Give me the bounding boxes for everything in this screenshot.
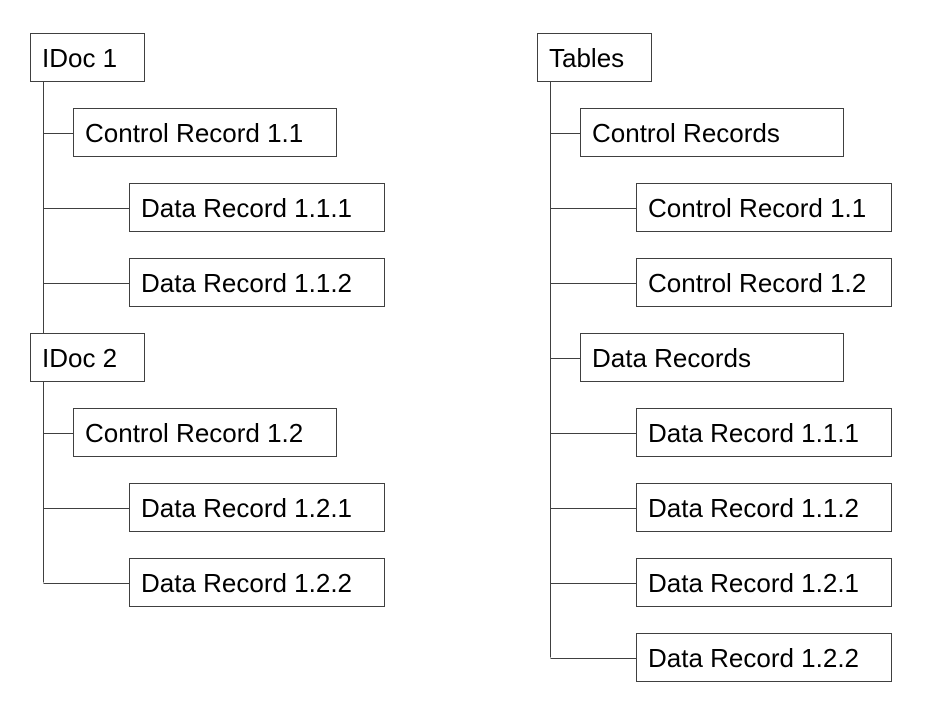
node-data-records: Data Records [580,333,844,382]
node-data-record-1-1-1: Data Record 1.1.1 [129,183,385,232]
node-data-record-1-1-2: Data Record 1.1.2 [636,483,892,532]
node-data-record-1-2-2: Data Record 1.2.2 [129,558,385,607]
node-control-record-1-2: Control Record 1.2 [73,408,337,457]
node-data-record-1-1-2: Data Record 1.1.2 [129,258,385,307]
node-control-record-1-1: Control Record 1.1 [73,108,337,157]
node-data-record-1-2-2: Data Record 1.2.2 [636,633,892,682]
node-data-record-1-2-1: Data Record 1.2.1 [636,558,892,607]
node-control-record-1-1: Control Record 1.1 [636,183,892,232]
node-data-record-1-1-1: Data Record 1.1.1 [636,408,892,457]
node-control-record-1-2: Control Record 1.2 [636,258,892,307]
node-idoc-2: IDoc 2 [30,333,145,382]
node-tables: Tables [537,33,652,82]
node-data-record-1-2-1: Data Record 1.2.1 [129,483,385,532]
node-idoc-1: IDoc 1 [30,33,145,82]
node-control-records: Control Records [580,108,844,157]
